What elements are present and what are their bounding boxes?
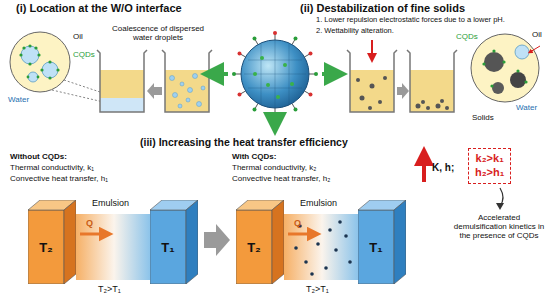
phase-label: Oil (73, 32, 83, 41)
slab-face: T₂ (236, 210, 272, 284)
property-text: Thermal conductivity, k₂ (232, 163, 316, 172)
property-text: Thermal conductivity, k₁ (10, 163, 94, 172)
property-symbol: K, h; (432, 162, 454, 174)
solids-zoom (471, 34, 540, 102)
caption-text: Coalescence of dispersed water droplets (108, 24, 208, 42)
condition-text: T₂>T₁ (306, 284, 329, 294)
phase-label: Water (8, 95, 29, 104)
comparison-box: k₂>k₁h₂>h₁ (468, 148, 511, 184)
interface-zoom (10, 32, 112, 104)
heat-scene-left (76, 214, 152, 280)
medium-label: Emulsion (300, 198, 337, 208)
particle-label: CQDs (456, 32, 478, 41)
temperature-label: T₂ (39, 240, 53, 255)
cold-plate: T₁ (150, 200, 198, 284)
beakers-right (347, 40, 457, 112)
cold-plate: T₁ (358, 200, 406, 284)
particle-label: CQDs (73, 50, 95, 59)
temperature-label: T₁ (161, 240, 174, 255)
slab-face: T₁ (358, 210, 394, 284)
conclusion-text: Accelerated demulsification kinetics in … (452, 213, 546, 241)
mechanism-text: 2. Wettability alteration. (316, 27, 394, 36)
condition-text: T₂>T₁ (98, 284, 121, 294)
property-text: Convective heat transfer, h₁ (10, 174, 108, 183)
phase-label: Solids (472, 113, 494, 122)
heat-flow-label: Q (294, 218, 301, 228)
cqd-particle (212, 31, 336, 124)
phase-label: Water (516, 103, 537, 112)
panel-title: (iii) Increasing the heat transfer effic… (140, 136, 348, 148)
temperature-label: T₂ (247, 240, 261, 255)
heat-scene-right (284, 214, 360, 280)
comparison-text: k₂>k₁ (475, 152, 504, 166)
panel-title: (i) Location at the W/O interface (16, 2, 182, 15)
heat-flow-label: Q (86, 218, 93, 228)
mechanism-text: 1. Lower repulsion electrostatic forces … (316, 16, 505, 25)
temperature-label: T₁ (369, 240, 382, 255)
beakers-left (97, 50, 212, 112)
hot-plate: T₂ (236, 200, 284, 284)
condition-text: Without CQDs: (10, 152, 67, 161)
transition-arrow (204, 224, 230, 256)
hot-plate: T₂ (28, 200, 76, 284)
condition-text: With CQDs: (232, 152, 276, 161)
panel-title: (ii) Destabilization of fine solids (300, 2, 465, 15)
phase-label: Oil (532, 30, 542, 39)
slab-face: T₁ (150, 210, 186, 284)
slab-face: T₂ (28, 210, 64, 284)
medium-label: Emulsion (92, 198, 129, 208)
property-text: Convective heat transfer, h₂ (232, 174, 330, 183)
comparison-text: h₂>h₁ (475, 166, 504, 180)
